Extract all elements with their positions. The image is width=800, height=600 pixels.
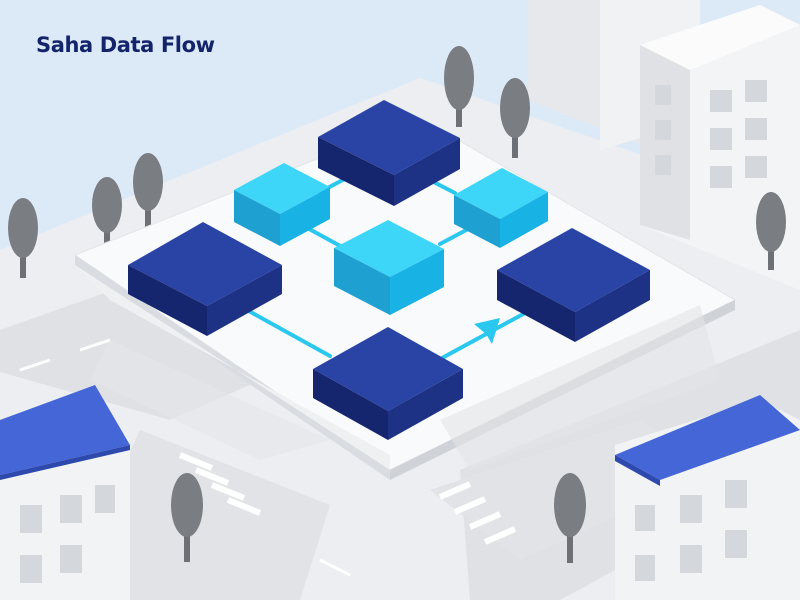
node-bottom — [313, 327, 463, 440]
node-left — [128, 222, 282, 336]
node-upper-left — [234, 163, 330, 246]
diagram-nodes — [128, 100, 650, 440]
trees — [8, 46, 786, 563]
node-top — [318, 100, 460, 206]
tree-icon — [756, 192, 786, 270]
connector-upper-right-center — [438, 226, 472, 246]
house-icon — [0, 385, 130, 600]
node-right — [497, 228, 650, 342]
tree-icon — [171, 473, 203, 562]
crosswalk — [178, 452, 517, 545]
connector-left-bottom — [236, 303, 332, 358]
node-center — [334, 220, 444, 315]
arrow-head-icon — [474, 318, 500, 344]
house-icon — [615, 395, 800, 600]
tree-icon — [444, 46, 474, 127]
tree-icon — [554, 473, 586, 563]
tree-icon — [92, 177, 122, 260]
node-upper-right — [454, 168, 548, 248]
tree-icon — [133, 153, 163, 235]
page-title: Saha Data Flow — [36, 33, 215, 57]
tree-icon — [500, 78, 530, 158]
tree-icon — [8, 198, 38, 278]
